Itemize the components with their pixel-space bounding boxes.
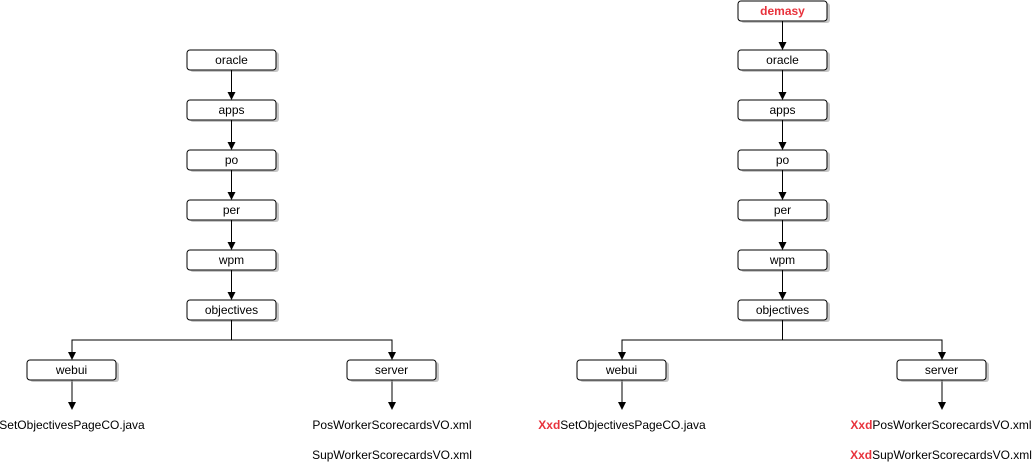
right-file-name: PosWorkerScorecardsVO.xml (872, 418, 1031, 432)
right-file-prefix: Xxd (850, 418, 872, 432)
left-node-oracle: oracle (186, 49, 279, 72)
left-node-apps-label: apps (218, 103, 244, 117)
left-node-apps: apps (186, 99, 279, 122)
right-file-supworkerscorecardsvo: XxdSupWorkerScorecardsVO.xml (850, 448, 1032, 462)
left-arrow-objectives-webui (68, 320, 232, 360)
right-file-prefix: Xxd (538, 418, 560, 432)
right-node-server-label: server (925, 363, 958, 377)
left-node-webui: webui (26, 359, 119, 382)
left-node-per-label: per (223, 203, 240, 217)
right-file-posworkerscorecardsvo: XxdPosWorkerScorecardsVO.xml (850, 418, 1031, 432)
right-node-demasy: demasy (737, 0, 830, 23)
left-tree: oracle apps po per wpm (0, 49, 472, 462)
right-node-oracle: oracle (737, 49, 830, 72)
left-edges (68, 70, 396, 410)
right-node-server: server (896, 359, 989, 382)
right-node-demasy-label: demasy (760, 4, 805, 18)
left-node-per: per (186, 199, 279, 222)
right-node-per: per (737, 199, 830, 222)
left-node-objectives: objectives (186, 299, 279, 322)
right-file-setobjectivespageco: XxdSetObjectivesPageCO.java (538, 418, 706, 432)
right-node-wpm-label: wpm (769, 253, 795, 267)
left-node-webui-label: webui (55, 363, 87, 377)
right-node-wpm: wpm (737, 249, 830, 272)
right-node-webui-label: webui (605, 363, 637, 377)
right-node-apps: apps (737, 99, 830, 122)
right-node-webui: webui (576, 359, 669, 382)
right-file-prefix: Xxd (850, 448, 872, 462)
right-node-objectives: objectives (737, 299, 830, 322)
right-arrow-objectives-webui (618, 320, 783, 360)
right-node-po-label: po (776, 153, 790, 167)
right-arrow-objectives-server (782, 339, 946, 360)
right-node-objectives-label: objectives (756, 303, 809, 317)
left-node-oracle-label: oracle (215, 53, 248, 67)
left-chain: oracle apps po per wpm (186, 49, 279, 322)
right-edges (618, 21, 946, 410)
left-node-server: server (346, 359, 439, 382)
left-file-posworkerscorecardsvo: PosWorkerScorecardsVO.xml (312, 418, 471, 432)
left-node-wpm-label: wpm (218, 253, 244, 267)
left-arrow-objectives-server (231, 339, 396, 360)
right-tree: demasy oracle apps po per (538, 0, 1032, 462)
right-file-name: SetObjectivesPageCO.java (560, 418, 706, 432)
left-node-server-label: server (375, 363, 408, 377)
left-node-objectives-label: objectives (205, 303, 258, 317)
left-file-setobjectivespageco: SetObjectivesPageCO.java (0, 418, 145, 432)
right-chain: oracle apps po per wpm (737, 49, 830, 322)
left-node-po-label: po (225, 153, 239, 167)
right-node-po: po (737, 149, 830, 172)
right-node-apps-label: apps (769, 103, 795, 117)
right-node-per-label: per (774, 203, 791, 217)
left-file-supworkerscorecardsvo: SupWorkerScorecardsVO.xml (312, 448, 472, 462)
right-node-oracle-label: oracle (766, 53, 799, 67)
left-node-po: po (186, 149, 279, 172)
left-node-wpm: wpm (186, 249, 279, 272)
right-file-name: SupWorkerScorecardsVO.xml (872, 448, 1032, 462)
